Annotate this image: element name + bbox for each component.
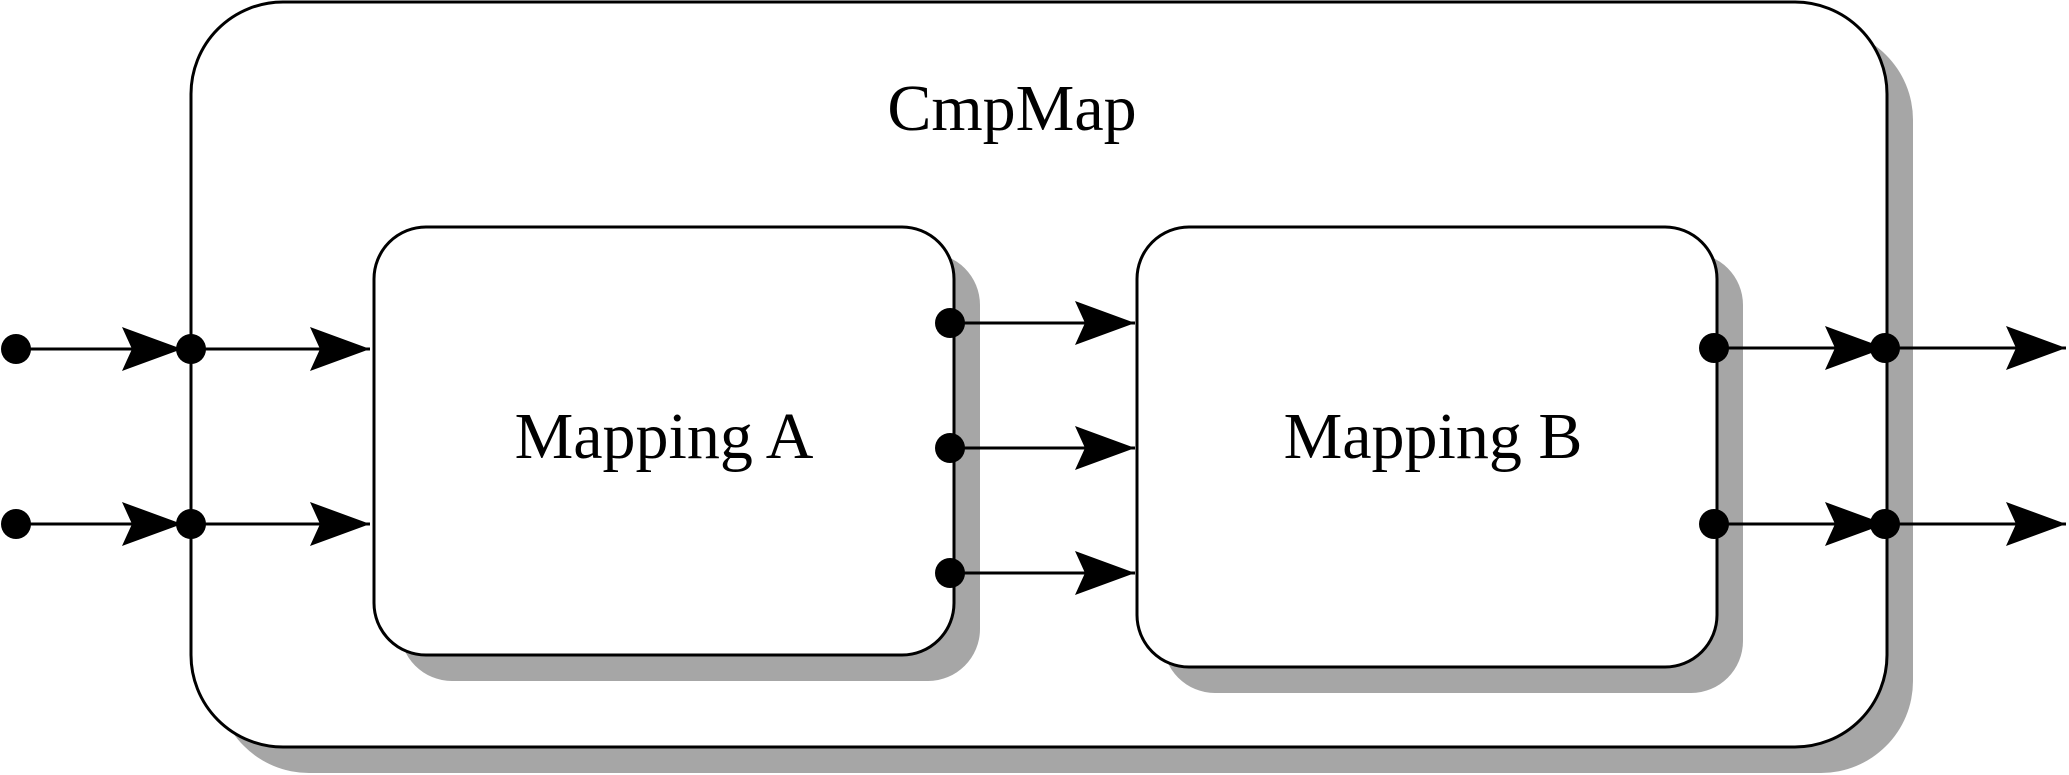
mapping-b-label: Mapping B: [1284, 400, 1583, 473]
input-2-source-dot: [1, 509, 31, 539]
mapping-b-output-port-1: [1699, 333, 1729, 363]
mapping-a-output-port-1: [935, 308, 965, 338]
input-1-source-dot: [1, 334, 31, 364]
mapping-b-box: [1135, 225, 1719, 669]
cmpmap-title: CmpMap: [887, 72, 1136, 145]
mapping-b-output-port-2: [1699, 509, 1729, 539]
mapping-a-label: Mapping A: [515, 400, 814, 473]
mapping-a-output-port-2: [935, 433, 965, 463]
cmpmap-output-port-2: [1870, 509, 1900, 539]
cmpmap-input-port-1: [176, 334, 206, 364]
cmpmap-input-port-2: [176, 509, 206, 539]
cmpmap-output-port-1: [1870, 333, 1900, 363]
mapping-a-output-port-3: [935, 558, 965, 588]
